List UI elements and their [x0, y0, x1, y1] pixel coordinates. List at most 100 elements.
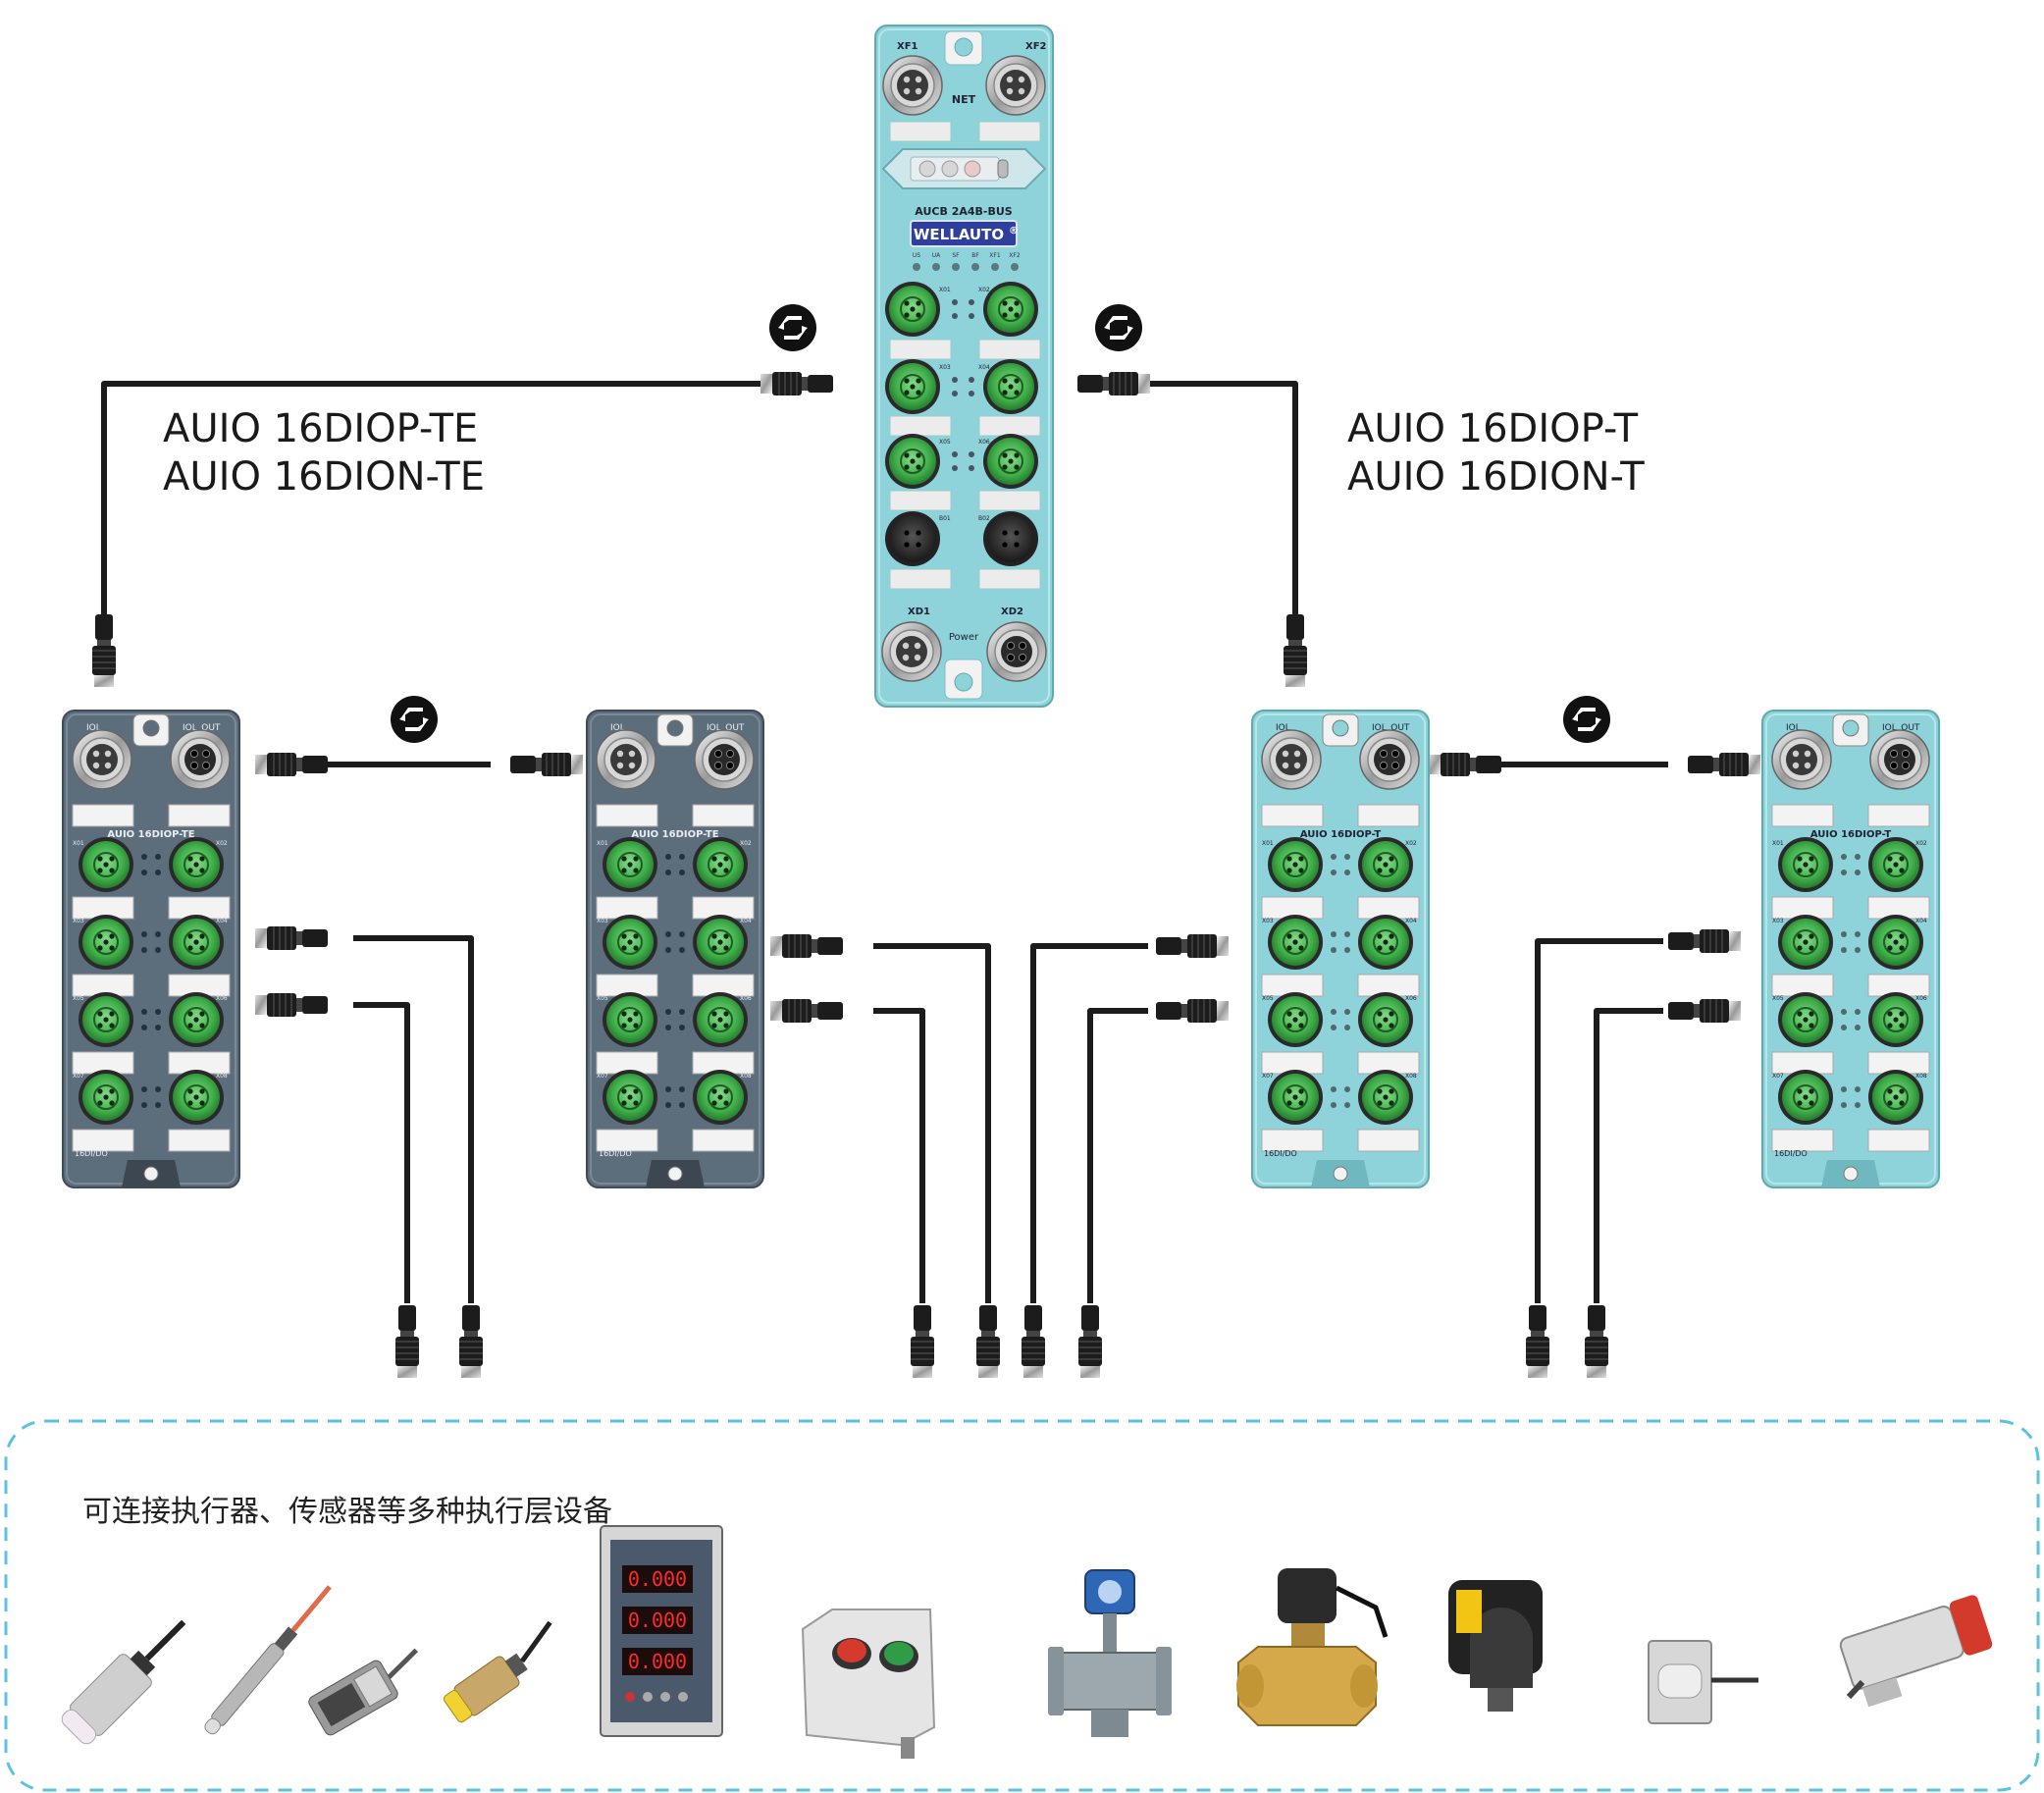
iol-port-label: IOL: [1276, 723, 1290, 733]
io-port[interactable]: [692, 836, 749, 893]
port-label: X08: [1405, 1073, 1417, 1080]
power-port-label: XD2: [1001, 606, 1023, 617]
iol-port[interactable]: [596, 729, 656, 790]
port-label: B01: [939, 515, 951, 522]
magnetic-switch-icon: [308, 1648, 419, 1736]
io-port[interactable]: [602, 991, 658, 1048]
solenoid-valve-icon: [1236, 1568, 1389, 1726]
inductive-sensor-icon: [61, 1619, 186, 1745]
led-label: SF: [952, 252, 960, 259]
led-label: XF2: [1009, 252, 1021, 259]
iol-port[interactable]: [1771, 729, 1832, 790]
port-label: X04: [1405, 918, 1417, 924]
module-model-label: AUIO 16DIOP-T: [1300, 829, 1382, 840]
io-port[interactable]: [1357, 1069, 1414, 1126]
io-port-x04[interactable]: [982, 358, 1039, 415]
io-port[interactable]: [1867, 914, 1924, 971]
io-port[interactable]: [1867, 836, 1924, 893]
port-label: X02: [1405, 840, 1417, 847]
brand-badge: [910, 220, 1018, 247]
port-label: X07: [1262, 1073, 1274, 1080]
io-port-x01[interactable]: [884, 281, 941, 338]
io-port-x05[interactable]: [884, 433, 941, 490]
coupler-io-ports: X01 X02 X03 X04 X05 X06 B01 B02: [884, 281, 1041, 590]
io-port[interactable]: [1267, 1069, 1324, 1126]
right-model-name: AUIO 16DION-T: [1347, 454, 1645, 500]
iol-out-port[interactable]: [1359, 729, 1420, 790]
io-port[interactable]: [168, 991, 225, 1048]
cable-coupler-to-right-module: [1148, 381, 1298, 624]
io-port[interactable]: [1777, 914, 1834, 971]
iol-port[interactable]: [72, 729, 132, 790]
port-label: X06: [978, 439, 990, 446]
io-port[interactable]: [602, 914, 658, 971]
cable-coupler-to-left-module: [101, 381, 760, 624]
io-port-x02[interactable]: [982, 281, 1039, 338]
port-label: X05: [1262, 995, 1274, 1002]
io-port[interactable]: [168, 914, 225, 971]
module-footer-label: 16DI/DO: [599, 1149, 632, 1158]
iol-out-port[interactable]: [1869, 729, 1930, 790]
meter-readout: 0.000: [628, 1650, 687, 1673]
io-port[interactable]: [602, 1069, 658, 1126]
power-label: Power: [949, 632, 979, 643]
port-label: X04: [216, 918, 228, 924]
port-label: X03: [597, 918, 608, 924]
io-port[interactable]: [1357, 836, 1414, 893]
port-label: X02: [978, 287, 990, 293]
module-footer-label: 16DI/DO: [1264, 1149, 1297, 1158]
iol-out-port[interactable]: [694, 729, 755, 790]
io-port-b01[interactable]: [885, 511, 940, 566]
cable-layer: [101, 381, 1668, 1303]
power-port-xd1[interactable]: [881, 621, 942, 682]
io-port[interactable]: [78, 914, 134, 971]
iol-out-port-label: IOL_OUT: [183, 723, 221, 733]
io-port[interactable]: [78, 1069, 134, 1126]
net-port-label: XF2: [1025, 41, 1047, 52]
module-model-label: AUIO 16DIOP-TE: [631, 829, 718, 840]
port-label: X07: [1772, 1073, 1784, 1080]
port-label: X03: [1262, 918, 1274, 924]
port-label: B02: [978, 515, 990, 522]
io-port[interactable]: [1777, 1069, 1834, 1126]
io-port-x06[interactable]: [982, 433, 1039, 490]
io-port[interactable]: [168, 836, 225, 893]
io-port[interactable]: [1267, 914, 1324, 971]
io-port[interactable]: [602, 836, 658, 893]
io-port[interactable]: [1777, 991, 1834, 1048]
net-port-xf2[interactable]: [985, 55, 1046, 116]
cable-drop: [873, 1008, 925, 1303]
port-label: X04: [740, 918, 752, 924]
iol-out-port[interactable]: [170, 729, 231, 790]
module-footer-label: 16DI/DO: [75, 1149, 108, 1158]
led-label: BF: [971, 252, 979, 259]
io-port[interactable]: [692, 1069, 749, 1126]
io-port[interactable]: [168, 1069, 225, 1126]
io-port-x03[interactable]: [884, 358, 941, 415]
io-port[interactable]: [692, 991, 749, 1048]
port-label: X02: [740, 840, 752, 847]
iol-port[interactable]: [1261, 729, 1322, 790]
coupler-model-label: AUCB 2A4B-BUS: [915, 205, 1012, 218]
valve-actuator-icon: [1839, 1595, 1993, 1708]
io-port[interactable]: [1357, 914, 1414, 971]
io-port[interactable]: [1267, 991, 1324, 1048]
io-port[interactable]: [78, 991, 134, 1048]
net-port-xf1[interactable]: [882, 55, 943, 116]
io-port-b02[interactable]: [983, 511, 1038, 566]
io-port[interactable]: [1867, 1069, 1924, 1126]
port-label: X05: [73, 995, 84, 1002]
io-port[interactable]: [692, 914, 749, 971]
load-cell-icon: [1648, 1640, 1758, 1724]
io-port[interactable]: [1867, 991, 1924, 1048]
power-port-xd2[interactable]: [986, 621, 1047, 682]
right-model-name: AUIO 16DIOP-T: [1347, 406, 1639, 451]
io-port[interactable]: [1777, 836, 1834, 893]
net-label: NET: [952, 93, 976, 106]
io-port[interactable]: [78, 836, 134, 893]
io-port[interactable]: [1357, 991, 1414, 1048]
port-label: X08: [740, 1073, 752, 1080]
port-label: X03: [939, 364, 951, 371]
io-port[interactable]: [1267, 836, 1324, 893]
